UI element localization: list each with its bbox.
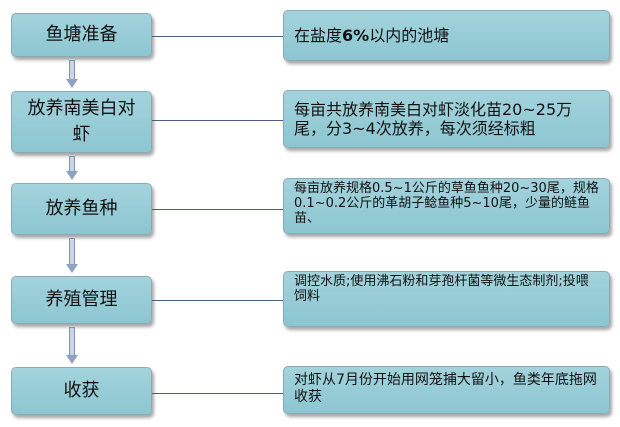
step-box-harvest: 收获 (11, 367, 152, 415)
step-label: 放养鱼种 (45, 198, 118, 219)
step-label: 鱼塘准备 (45, 24, 118, 45)
desc-box-management: 调控水质;使用沸石粉和芽孢杆菌等微生态制剂;投喂饲料 (283, 271, 610, 327)
step-box-stock-fish: 放养鱼种 (11, 183, 152, 235)
down-arrow-icon (66, 60, 78, 88)
desc-text: 对虾从7月份开始用网笼捕大留小，鱼类年底拖网收获 (294, 372, 597, 405)
desc-box-pond-prep: 在盐度6%以内的池塘 (283, 10, 610, 61)
desc-box-harvest: 对虾从7月份开始用网笼捕大留小，鱼类年底拖网收获 (283, 366, 610, 414)
desc-text: 在盐度6%以内的池塘 (294, 26, 450, 45)
step-label: 放养南美白对虾 (27, 98, 136, 145)
connector-line (152, 300, 283, 301)
connector-line (152, 36, 283, 37)
desc-box-stock-fish: 每亩放养规格0.5~1公斤的草鱼鱼种20~30尾，规格0.1~0.2公斤的革胡子… (283, 178, 610, 234)
down-arrow-icon (66, 238, 78, 273)
desc-text: 每亩放养规格0.5~1公斤的草鱼鱼种20~30尾，规格0.1~0.2公斤的革胡子… (294, 181, 599, 226)
step-box-stock-shrimp: 放养南美白对虾 (11, 91, 152, 153)
desc-text: 每亩共放养南美白对虾淡化苗20~25万尾，分3~4次放养，每次须经标粗 (294, 100, 573, 138)
step-label: 收获 (63, 380, 100, 401)
step-label: 养殖管理 (45, 289, 118, 310)
connector-line (152, 393, 283, 394)
step-box-management: 养殖管理 (11, 276, 152, 324)
desc-box-stock-shrimp: 每亩共放养南美白对虾淡化苗20~25万尾，分3~4次放养，每次须经标粗 (283, 90, 610, 148)
desc-text: 调控水质;使用沸石粉和芽孢杆菌等微生态制剂;投喂饲料 (294, 274, 589, 304)
down-arrow-icon (66, 327, 78, 364)
down-arrow-icon (66, 156, 78, 180)
connector-line (152, 120, 283, 121)
step-box-pond-prep: 鱼塘准备 (11, 13, 152, 57)
connector-line (152, 209, 283, 210)
